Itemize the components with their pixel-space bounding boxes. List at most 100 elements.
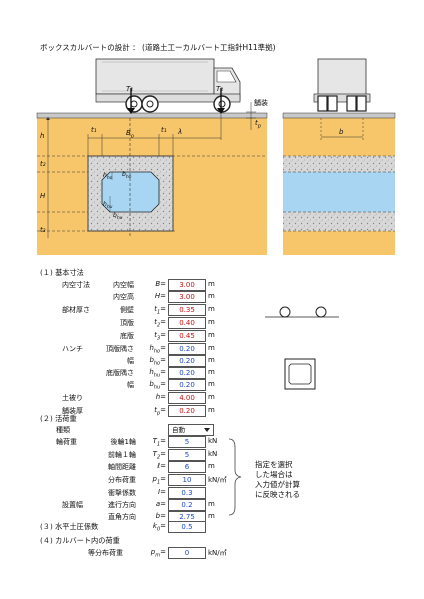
label-tp: tp — [255, 119, 261, 130]
row-group-label: 部材厚さ — [62, 306, 90, 314]
section1-heading: (１) 基本寸法 — [40, 268, 84, 277]
row-symbol: bho= — [149, 356, 166, 367]
row-symbol: ℓ= — [157, 462, 166, 470]
section4-heading: (４) カルバート内の荷重 — [40, 536, 120, 545]
row-symbol: t3= — [154, 331, 166, 342]
row-symbol: t1= — [154, 305, 166, 316]
value-unit: m — [208, 393, 215, 401]
box-section-icon — [284, 358, 316, 390]
row-label: 側壁 — [120, 306, 134, 314]
pm-input[interactable]: 0 — [168, 547, 206, 559]
row-group-label: 舗装厚 — [62, 407, 83, 415]
value-input[interactable]: 5 — [168, 449, 206, 461]
row-group-label: ハンチ — [62, 345, 83, 353]
label-t1-right: t₁ — [161, 126, 167, 134]
row-label: 後輪1輪 — [110, 438, 136, 446]
value-unit: m — [208, 305, 215, 313]
pm-symbol: pm= — [150, 548, 166, 559]
value-input[interactable]: 0.2 — [168, 499, 206, 511]
label-Bo: Bo — [126, 129, 134, 140]
row-label: 幅 — [127, 357, 134, 365]
value-input[interactable]: 0.45 — [168, 330, 206, 342]
value-input[interactable]: 3.00 — [168, 279, 206, 291]
value-unit: kN — [208, 437, 218, 445]
row-label: 幅 — [127, 381, 134, 389]
row-label: 前輪１輪 — [108, 451, 136, 459]
uniform-load-label: 等分布荷重 — [88, 549, 123, 557]
value-input[interactable]: 0.3 — [168, 487, 206, 499]
note-text: 指定を選択 した場合は 入力値が計算 に反映される — [255, 460, 300, 500]
k0-input[interactable]: 0.5 — [168, 521, 206, 533]
row-group-label: 土被り — [62, 394, 83, 402]
row-symbol: h= — [155, 393, 166, 401]
value-unit: m — [208, 292, 215, 300]
label-t1-left: t₁ — [91, 126, 97, 134]
value-input[interactable]: 6 — [168, 461, 206, 473]
value-unit: m — [208, 318, 215, 326]
row-symbol: T1= — [152, 437, 166, 448]
dropdown-arrow-icon — [204, 428, 210, 432]
value-input[interactable]: 0.20 — [168, 343, 206, 355]
vehicle-type-value: 自動 — [172, 426, 185, 434]
value-unit: m — [208, 331, 215, 339]
note-line-1: 指定を選択 — [255, 460, 293, 469]
row-symbol: p1= — [152, 475, 166, 486]
row-label: 頂版 — [120, 319, 134, 327]
label-t3: t₃ — [40, 226, 46, 234]
value-unit: m — [208, 368, 215, 376]
brace-icon — [228, 438, 242, 516]
wheel-load-icon — [265, 306, 339, 318]
wheel-load-label: 輪荷重 — [56, 438, 77, 446]
value-input[interactable]: 0.20 — [168, 367, 206, 379]
value-input[interactable]: 4.00 — [168, 392, 206, 404]
value-input[interactable]: 0.20 — [168, 405, 206, 417]
row-symbol: B= — [155, 280, 166, 288]
value-input[interactable]: 10 — [168, 474, 206, 486]
label-h: h — [40, 132, 45, 140]
label-b: b — [339, 128, 344, 136]
value-unit: m — [208, 280, 215, 288]
row-symbol: bhu= — [149, 380, 166, 391]
label-hho: hho — [103, 172, 113, 182]
row-symbol: t2= — [154, 318, 166, 329]
pm-unit: kN/㎡ — [208, 549, 227, 557]
value-unit: m — [208, 512, 215, 520]
row-label: 底版 — [120, 332, 134, 340]
cross-section-diagram — [36, 58, 396, 255]
vehicle-type-select[interactable]: 自動 — [168, 424, 214, 436]
row-symbol: T2= — [152, 450, 166, 461]
label-hhu: hhu — [103, 201, 113, 211]
value-input[interactable]: 0.40 — [168, 317, 206, 329]
label-lambda: λ — [178, 128, 183, 136]
row-symbol: I= — [158, 488, 166, 496]
row-group-label: 内空寸法 — [62, 281, 90, 289]
row-label: 底版隅さ — [106, 369, 134, 377]
value-input[interactable]: 0.20 — [168, 355, 206, 367]
label-T2: T₂ — [216, 85, 224, 93]
value-input[interactable]: 5 — [168, 436, 206, 448]
value-unit: kN/㎡ — [208, 476, 227, 484]
row-symbol: tp= — [154, 406, 166, 417]
row-label: 軸間距離 — [108, 463, 136, 471]
value-unit: m — [208, 500, 215, 508]
value-input[interactable]: 0.20 — [168, 379, 206, 391]
row-label: 内空幅 — [113, 281, 134, 289]
label-T1: T₁ — [126, 85, 134, 93]
value-unit: m — [208, 462, 215, 470]
row-symbol: a= — [155, 500, 166, 508]
value-unit: m — [208, 344, 215, 352]
row-label: 進行方向 — [108, 501, 136, 509]
value-input[interactable]: 0.35 — [168, 304, 206, 316]
row-label: 直角方向 — [108, 513, 136, 521]
value-unit: m — [208, 356, 215, 364]
row-symbol: hho= — [149, 344, 166, 355]
left-section — [36, 58, 268, 255]
value-input[interactable]: 3.00 — [168, 291, 206, 303]
note-line-2: した場合は — [255, 470, 293, 479]
truck-rear-icon — [313, 58, 371, 112]
row-symbol: H= — [154, 292, 166, 300]
right-section — [282, 58, 396, 255]
label-bho: bho — [122, 171, 132, 181]
label-t2: t₂ — [40, 160, 46, 168]
row-label: 衝撃係数 — [108, 489, 136, 497]
